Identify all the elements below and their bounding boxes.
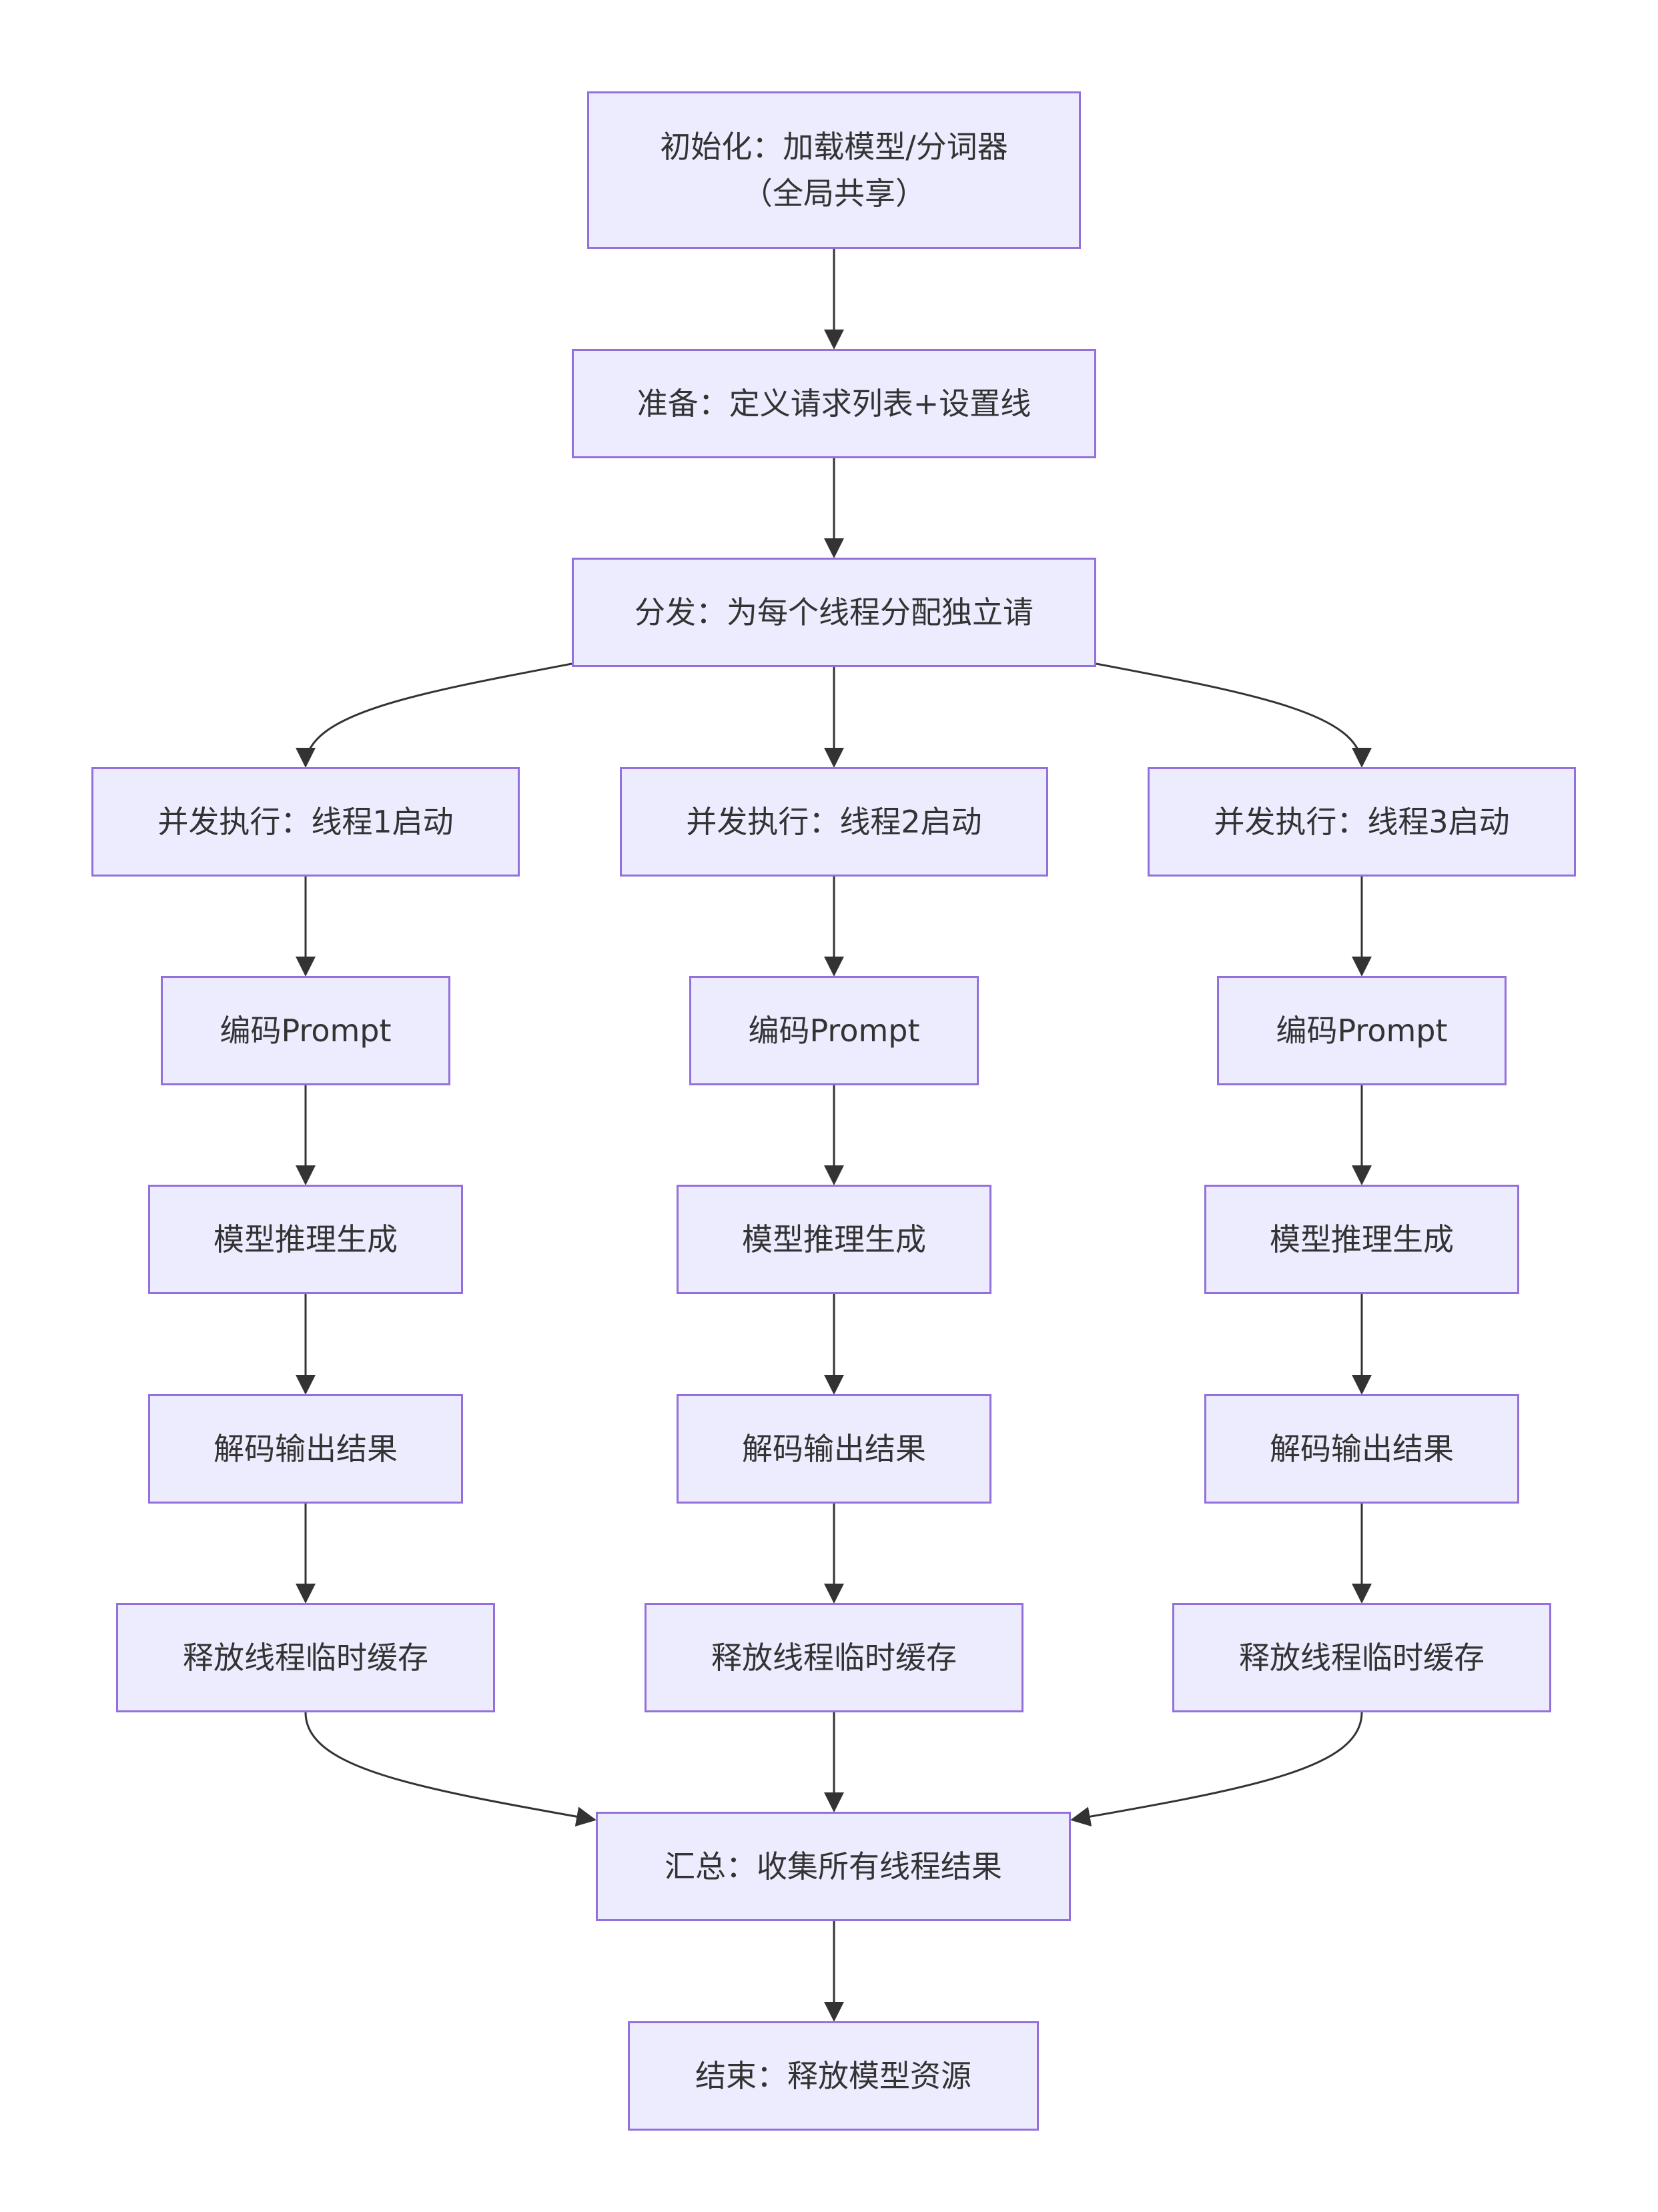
node-init-line2: （全局共享） <box>742 175 926 211</box>
node-thread2-start: 并发执行：线程2启动 <box>620 767 1048 877</box>
node-thread2-release: 释放线程临时缓存 <box>645 1603 1023 1712</box>
node-thread1-infer-label: 模型推理生成 <box>214 1221 398 1257</box>
node-thread2-encode: 编码Prompt <box>689 976 979 1085</box>
node-thread3-encode: 编码Prompt <box>1217 976 1507 1085</box>
node-thread3-decode-label: 解码输出结果 <box>1270 1431 1454 1467</box>
node-thread3-infer: 模型推理生成 <box>1204 1185 1519 1294</box>
node-thread1-decode: 解码输出结果 <box>148 1394 463 1504</box>
node-thread3-start-label: 并发执行：线程3启动 <box>1214 804 1510 840</box>
node-thread1-encode: 编码Prompt <box>161 976 450 1085</box>
node-thread2-infer-label: 模型推理生成 <box>742 1221 926 1257</box>
node-thread3-start: 并发执行：线程3启动 <box>1148 767 1576 877</box>
node-init-line1: 初始化：加载模型/分词器 <box>660 129 1008 165</box>
node-thread1-infer: 模型推理生成 <box>148 1185 463 1294</box>
edge-thread3-collect <box>1070 1712 1363 1827</box>
edge-dispatch-thread3 <box>1096 662 1372 768</box>
node-thread2-encode-label: 编码Prompt <box>748 1013 920 1049</box>
edge-thread1-collect <box>304 1712 596 1827</box>
node-end-label: 结束：释放模型资源 <box>695 2058 971 2094</box>
node-dispatch-label: 分发：为每个线程分配独立请 <box>635 594 1033 630</box>
node-prepare-label: 准备：定义请求列表+设置线 <box>637 386 1031 422</box>
node-thread2-release-label: 释放线程临时缓存 <box>711 1640 957 1676</box>
node-thread1-start: 并发执行：线程1启动 <box>91 767 520 877</box>
node-thread1-start-label: 并发执行：线程1启动 <box>157 804 454 840</box>
node-thread1-release-label: 释放线程临时缓存 <box>183 1640 428 1676</box>
node-collect-label: 汇总：收集所有线程结果 <box>665 1848 1002 1884</box>
edge-dispatch-thread1 <box>296 662 572 768</box>
node-collect: 汇总：收集所有线程结果 <box>596 1812 1071 1921</box>
node-prepare: 准备：定义请求列表+设置线 <box>572 349 1096 458</box>
node-thread2-decode: 解码输出结果 <box>677 1394 991 1504</box>
node-thread2-start-label: 并发执行：线程2启动 <box>686 804 982 840</box>
node-thread2-infer: 模型推理生成 <box>677 1185 991 1294</box>
node-dispatch: 分发：为每个线程分配独立请 <box>572 558 1096 667</box>
node-thread1-release: 释放线程临时缓存 <box>116 1603 495 1712</box>
node-thread1-encode-label: 编码Prompt <box>220 1013 392 1049</box>
node-end: 结束：释放模型资源 <box>628 2021 1039 2131</box>
node-thread3-decode: 解码输出结果 <box>1204 1394 1519 1504</box>
node-thread3-release: 释放线程临时缓存 <box>1172 1603 1551 1712</box>
node-init: 初始化：加载模型/分词器 （全局共享） <box>587 91 1081 249</box>
node-thread1-decode-label: 解码输出结果 <box>214 1431 398 1467</box>
node-thread3-infer-label: 模型推理生成 <box>1270 1221 1454 1257</box>
node-thread3-encode-label: 编码Prompt <box>1276 1013 1448 1049</box>
node-thread3-release-label: 释放线程临时缓存 <box>1239 1640 1485 1676</box>
node-thread2-decode-label: 解码输出结果 <box>742 1431 926 1467</box>
